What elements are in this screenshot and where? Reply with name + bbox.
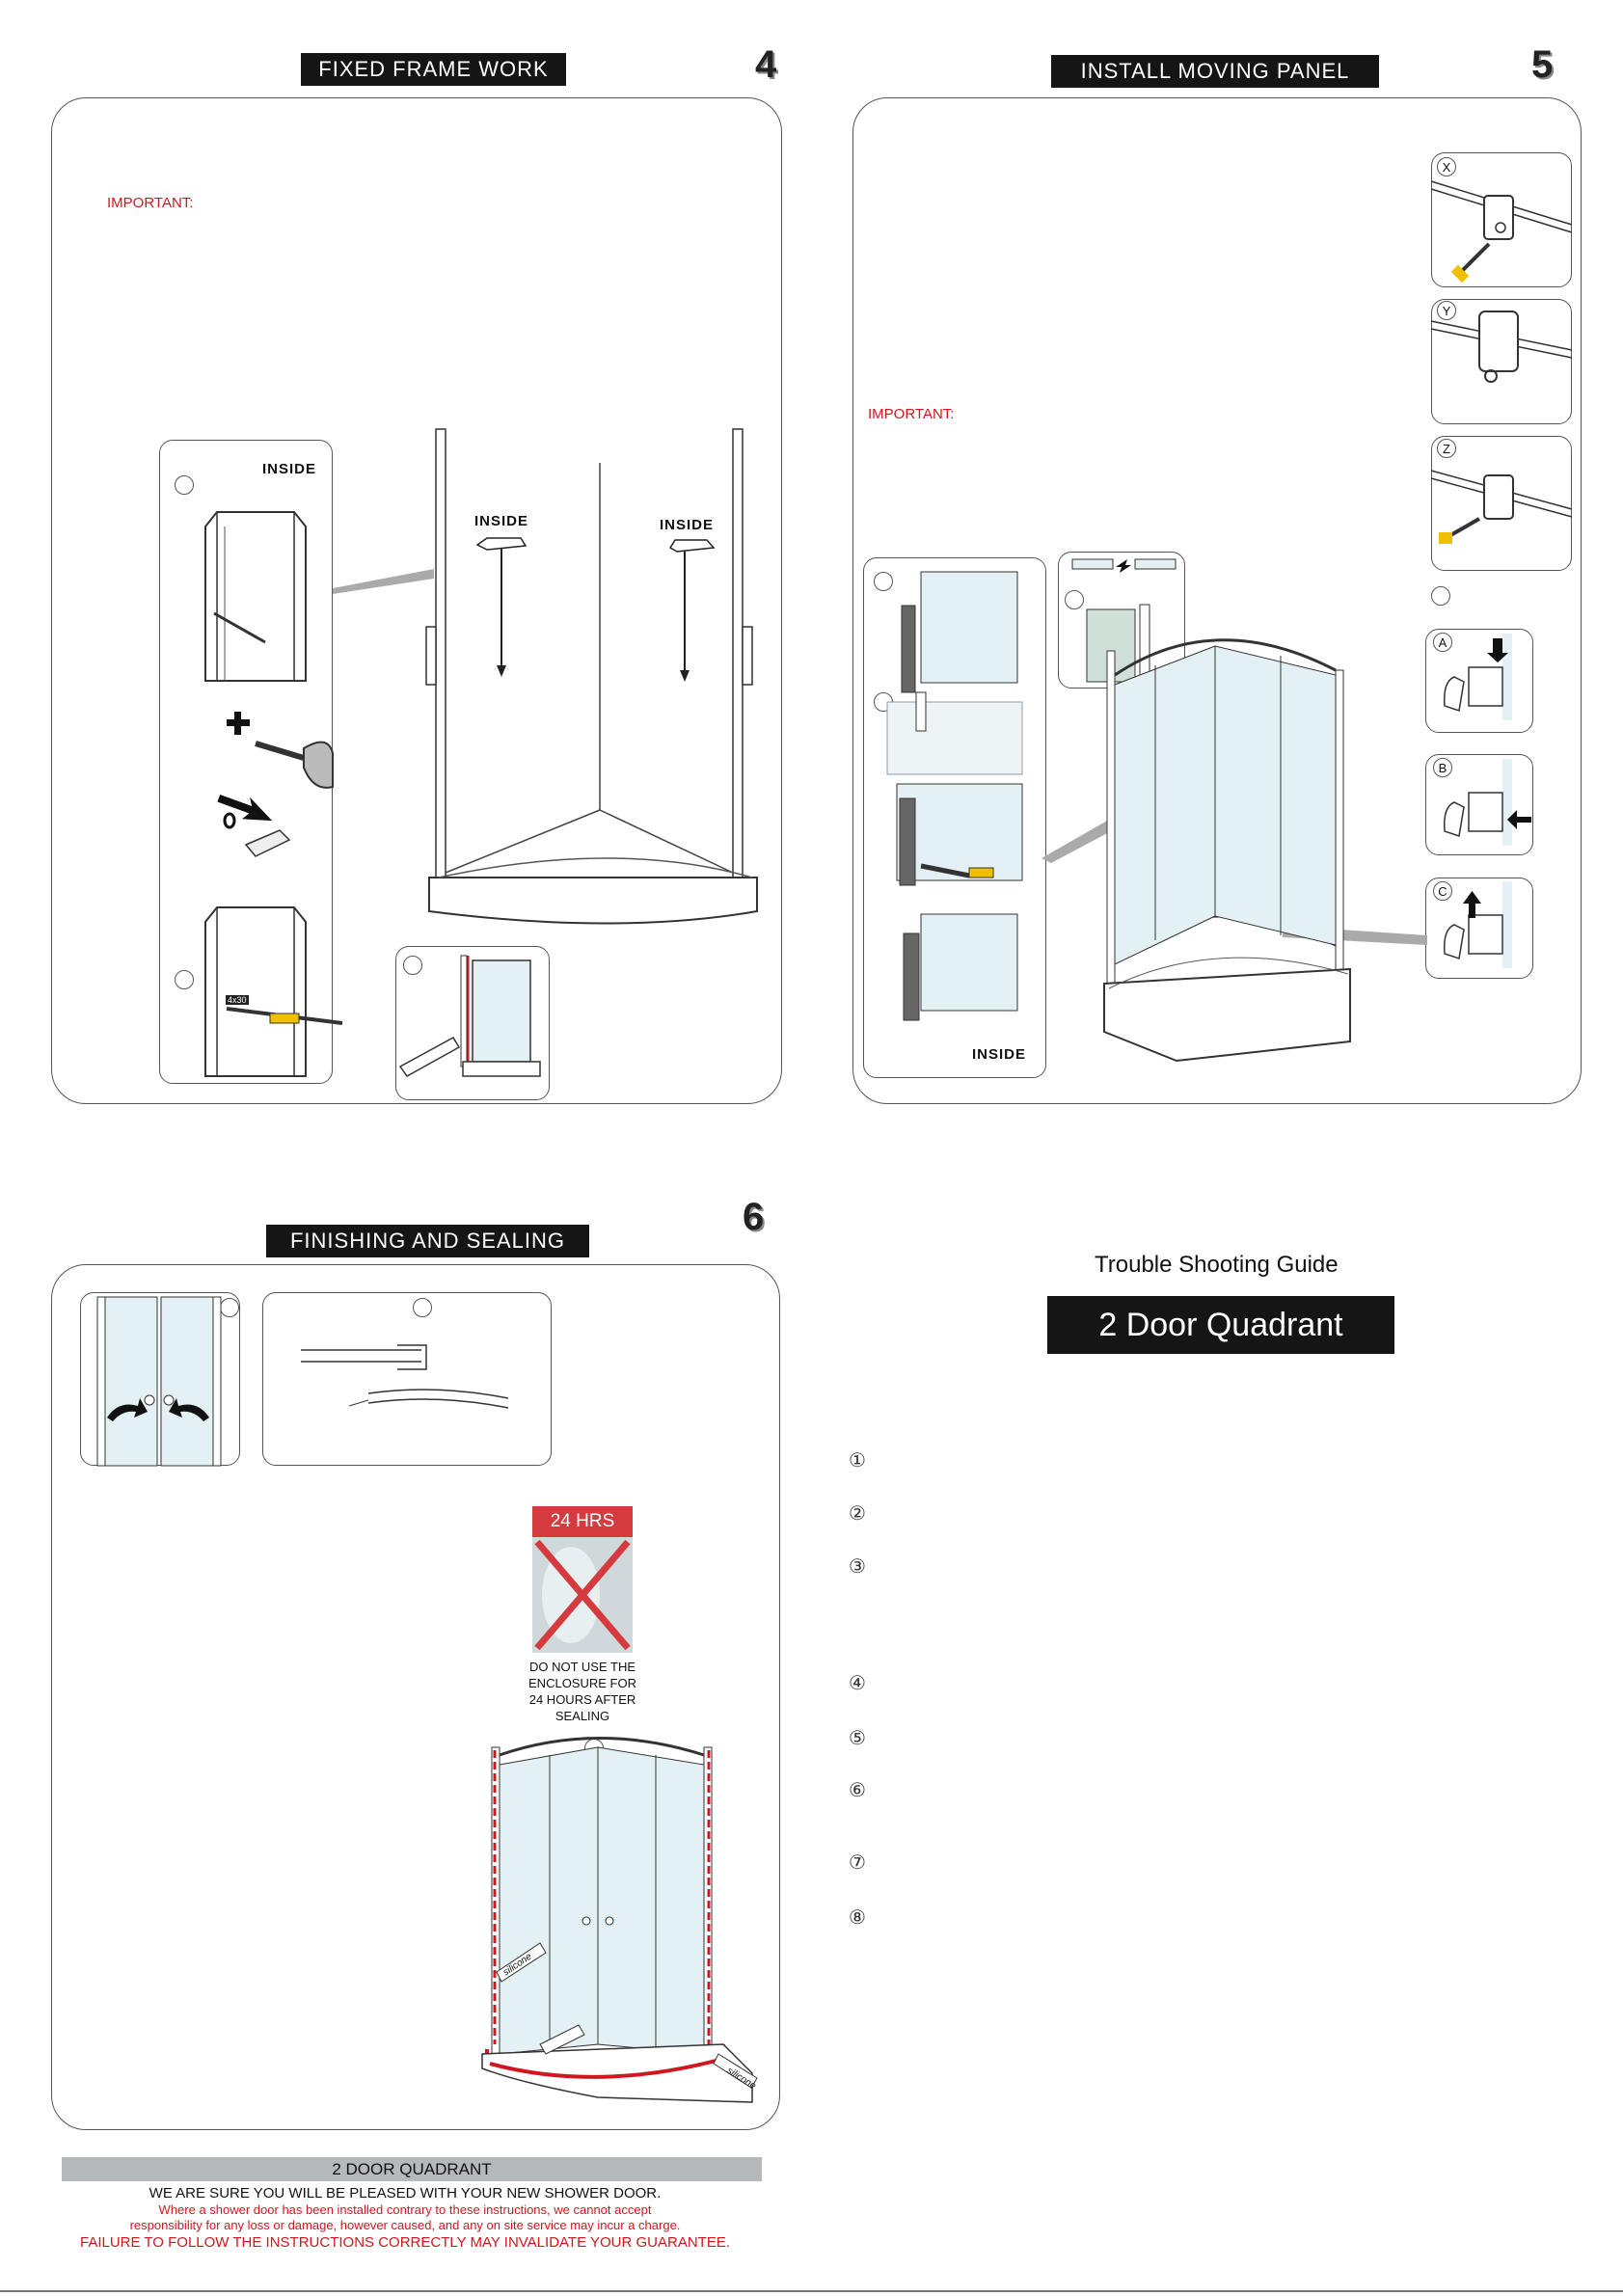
step6-seal-box <box>262 1292 552 1466</box>
step4-inside-label-3: INSIDE <box>660 517 715 533</box>
step4-silicone-diagram <box>398 955 541 1077</box>
step4-marker-2 <box>175 970 194 989</box>
footer-line-1: WE ARE SURE YOU WILL BE PLEASED WITH YOU… <box>149 2185 662 2201</box>
step6-warning-text: DO NOT USE THE ENCLOSURE FOR 24 HOURS AF… <box>511 1659 654 1724</box>
step6-warning-line-2: ENCLOSURE FOR <box>528 1676 636 1690</box>
step4-profile-diagram <box>204 511 343 1077</box>
step5-inside-label: INSIDE <box>972 1046 1027 1063</box>
step5-marker-b: B <box>1433 758 1452 777</box>
trouble-marker-8: ⑧ <box>849 1905 866 1929</box>
step5-marker-plain <box>1431 586 1450 606</box>
footer-line-4: FAILURE TO FOLLOW THE INSTRUCTIONS CORRE… <box>79 2234 730 2251</box>
step4-important-label: IMPORTANT: <box>107 195 194 211</box>
step5-important-label: IMPORTANT: <box>868 406 955 422</box>
step4-inside-label-2: INSIDE <box>474 513 529 529</box>
footer-line-3: responsibility for any loss or damage, h… <box>129 2218 681 2232</box>
step5-marker-1 <box>874 572 893 591</box>
step4-screw-size: 4x30 <box>226 995 249 1005</box>
step6-warning-line-1: DO NOT USE THE <box>528 1660 636 1674</box>
trouble-marker-5: ⑤ <box>849 1726 866 1749</box>
step5-marker-x: X <box>1437 157 1456 176</box>
trouble-heading: Trouble Shooting Guide <box>1095 1252 1339 1278</box>
step4-frame-diagram <box>333 428 758 925</box>
footer-line-2: Where a shower door has been installed c… <box>158 2202 652 2217</box>
trouble-product-bar: 2 Door Quadrant <box>1047 1296 1394 1354</box>
trouble-marker-4: ④ <box>849 1671 866 1694</box>
step4-marker-3 <box>403 956 422 975</box>
step6-seal-diagram <box>301 1344 509 1409</box>
step5-enclosure-diagram <box>1041 638 1427 1063</box>
step6-warning-hours: 24 HRS <box>532 1506 633 1537</box>
step5-marker-z: Z <box>1437 439 1456 458</box>
step4-title: FIXED FRAME WORK <box>301 53 566 86</box>
step5-title: INSTALL MOVING PANEL <box>1051 55 1379 88</box>
trouble-marker-6: ⑥ <box>849 1778 866 1801</box>
step6-warning-image <box>532 1537 633 1653</box>
step6-warning-line-4: SEALING <box>555 1709 610 1723</box>
trouble-marker-1: ① <box>849 1448 866 1472</box>
step5-marker-3 <box>1065 590 1084 609</box>
step5-panel-steps-diagram <box>886 571 1023 1021</box>
step5-marker-y: Y <box>1437 301 1456 320</box>
trouble-marker-2: ② <box>849 1501 866 1525</box>
step6-warning-line-3: 24 HOURS AFTER <box>528 1692 636 1707</box>
trouble-marker-3: ③ <box>849 1554 866 1578</box>
footer-product-bar: 2 DOOR QUADRANT <box>62 2157 762 2181</box>
step6-title: FINISHING AND SEALING <box>266 1225 589 1257</box>
step6-enclosure-diagram <box>481 1737 758 2103</box>
step5-marker-c: C <box>1433 881 1452 901</box>
step6-doors-diagram <box>96 1296 222 1467</box>
trouble-marker-7: ⑦ <box>849 1850 866 1874</box>
step6-number: 6 <box>743 1196 765 1238</box>
step6-marker-2 <box>413 1298 432 1317</box>
step5-marker-a: A <box>1433 633 1452 652</box>
step4-number: 4 <box>755 43 777 86</box>
step5-roller-diagrams <box>1443 634 1531 968</box>
step4-marker-1 <box>175 475 194 495</box>
step5-number: 5 <box>1531 43 1554 86</box>
bottom-divider <box>0 2290 1623 2292</box>
step5-hinge-diagrams <box>1430 180 1573 544</box>
step4-inside-label-1: INSIDE <box>262 461 317 477</box>
